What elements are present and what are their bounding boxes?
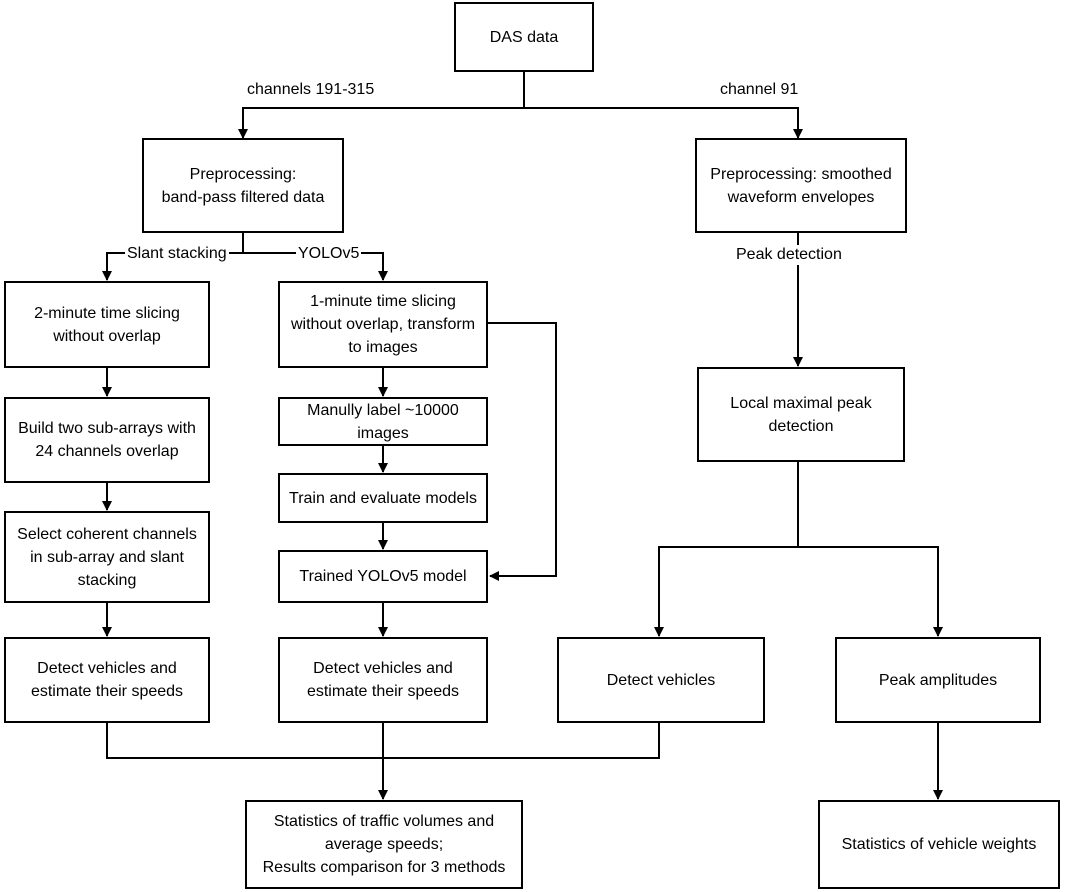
node-text: 24 channels overlap xyxy=(35,443,179,460)
edge-pre-left-yolo xyxy=(243,252,388,281)
node-text: Statistics of traffic volumes and xyxy=(273,813,495,830)
node-preprocessing-envelopes: Preprocessing: smoothed waveform envelop… xyxy=(695,138,907,233)
node-1min-slicing: 1-minute time slicing without overlap, t… xyxy=(278,281,488,368)
node-local-max-peak: Local maximal peak detection xyxy=(697,367,905,462)
node-text: band-pass filtered data xyxy=(161,188,325,206)
node-text: estimate their speeds xyxy=(30,683,184,700)
node-text: Manully label ~10000 xyxy=(307,401,459,419)
node-trained-yolov5: Trained YOLOv5 model xyxy=(278,550,488,603)
node-text: without overlap xyxy=(53,327,161,345)
node-das-data: DAS data xyxy=(454,2,594,72)
edge-merge-stats xyxy=(106,723,660,799)
node-text: Statistics of vehicle weights xyxy=(841,836,1037,853)
node-text: Local maximal peak xyxy=(730,394,872,412)
edge-das-split xyxy=(238,72,525,139)
node-text: Detect vehicles xyxy=(606,671,716,689)
label-channel-91: channel 91 xyxy=(718,80,801,100)
label-peak-detection: Peak detection xyxy=(734,245,844,265)
label-slant-stacking: Slant stacking xyxy=(125,244,229,264)
node-text: Preprocessing: smoothed xyxy=(710,165,892,183)
node-text: Trained YOLOv5 model xyxy=(299,568,467,585)
node-manual-label: Manully label ~10000 images xyxy=(278,397,488,446)
node-text: detection xyxy=(768,417,834,435)
node-text: DAS data xyxy=(489,28,559,46)
edge-das-right xyxy=(524,107,803,139)
edge-localmax-split xyxy=(654,462,799,637)
node-text: Select coherent channels xyxy=(17,525,197,543)
node-text: Peak amplitudes xyxy=(878,671,998,689)
node-2min-slicing: 2-minute time slicing without overlap xyxy=(4,281,210,368)
node-train-evaluate: Train and evaluate models xyxy=(278,473,488,523)
node-stats-weights: Statistics of vehicle weights xyxy=(818,800,1060,889)
node-detect-middle: Detect vehicles and estimate their speed… xyxy=(278,637,488,723)
node-peak-amplitudes: Peak amplitudes xyxy=(835,637,1041,723)
node-text: Build two sub-arrays with xyxy=(18,420,196,437)
node-detect-vehicles-right: Detect vehicles xyxy=(557,637,765,723)
node-text: Detect vehicles and xyxy=(313,660,453,677)
edge-slice1-trained-bypass xyxy=(488,322,557,581)
node-text: stacking xyxy=(77,571,137,589)
label-yolov5: YOLOv5 xyxy=(296,244,362,264)
label-channels-191-315: channels 191-315 xyxy=(245,80,377,100)
node-text: images xyxy=(357,424,409,442)
node-build-subarrays: Build two sub-arrays with 24 channels ov… xyxy=(4,397,210,483)
node-text: 1-minute time slicing xyxy=(310,293,456,310)
node-detect-left: Detect vehicles and estimate their speed… xyxy=(4,637,210,723)
node-text: Preprocessing: xyxy=(189,165,297,183)
node-text: Results comparison for 3 methods xyxy=(262,859,506,876)
node-text: Train and evaluate models xyxy=(289,489,477,507)
node-text: Detect vehicles and xyxy=(37,660,177,677)
node-text: average speeds; xyxy=(324,836,444,853)
node-text: in sub-array and slant xyxy=(30,548,184,566)
node-stats-traffic: Statistics of traffic volumes and averag… xyxy=(245,800,523,889)
node-select-coherent: Select coherent channels in sub-array an… xyxy=(4,511,210,603)
node-text: without overlap, transform xyxy=(290,316,476,333)
node-text: to images xyxy=(348,339,418,356)
node-text: estimate their speeds xyxy=(306,683,460,700)
node-preprocessing-bandpass: Preprocessing: band-pass filtered data xyxy=(142,138,344,233)
edge-localmax-peakamp xyxy=(798,546,943,637)
node-text: 2-minute time slicing xyxy=(34,304,180,322)
node-text: waveform envelopes xyxy=(727,188,875,206)
